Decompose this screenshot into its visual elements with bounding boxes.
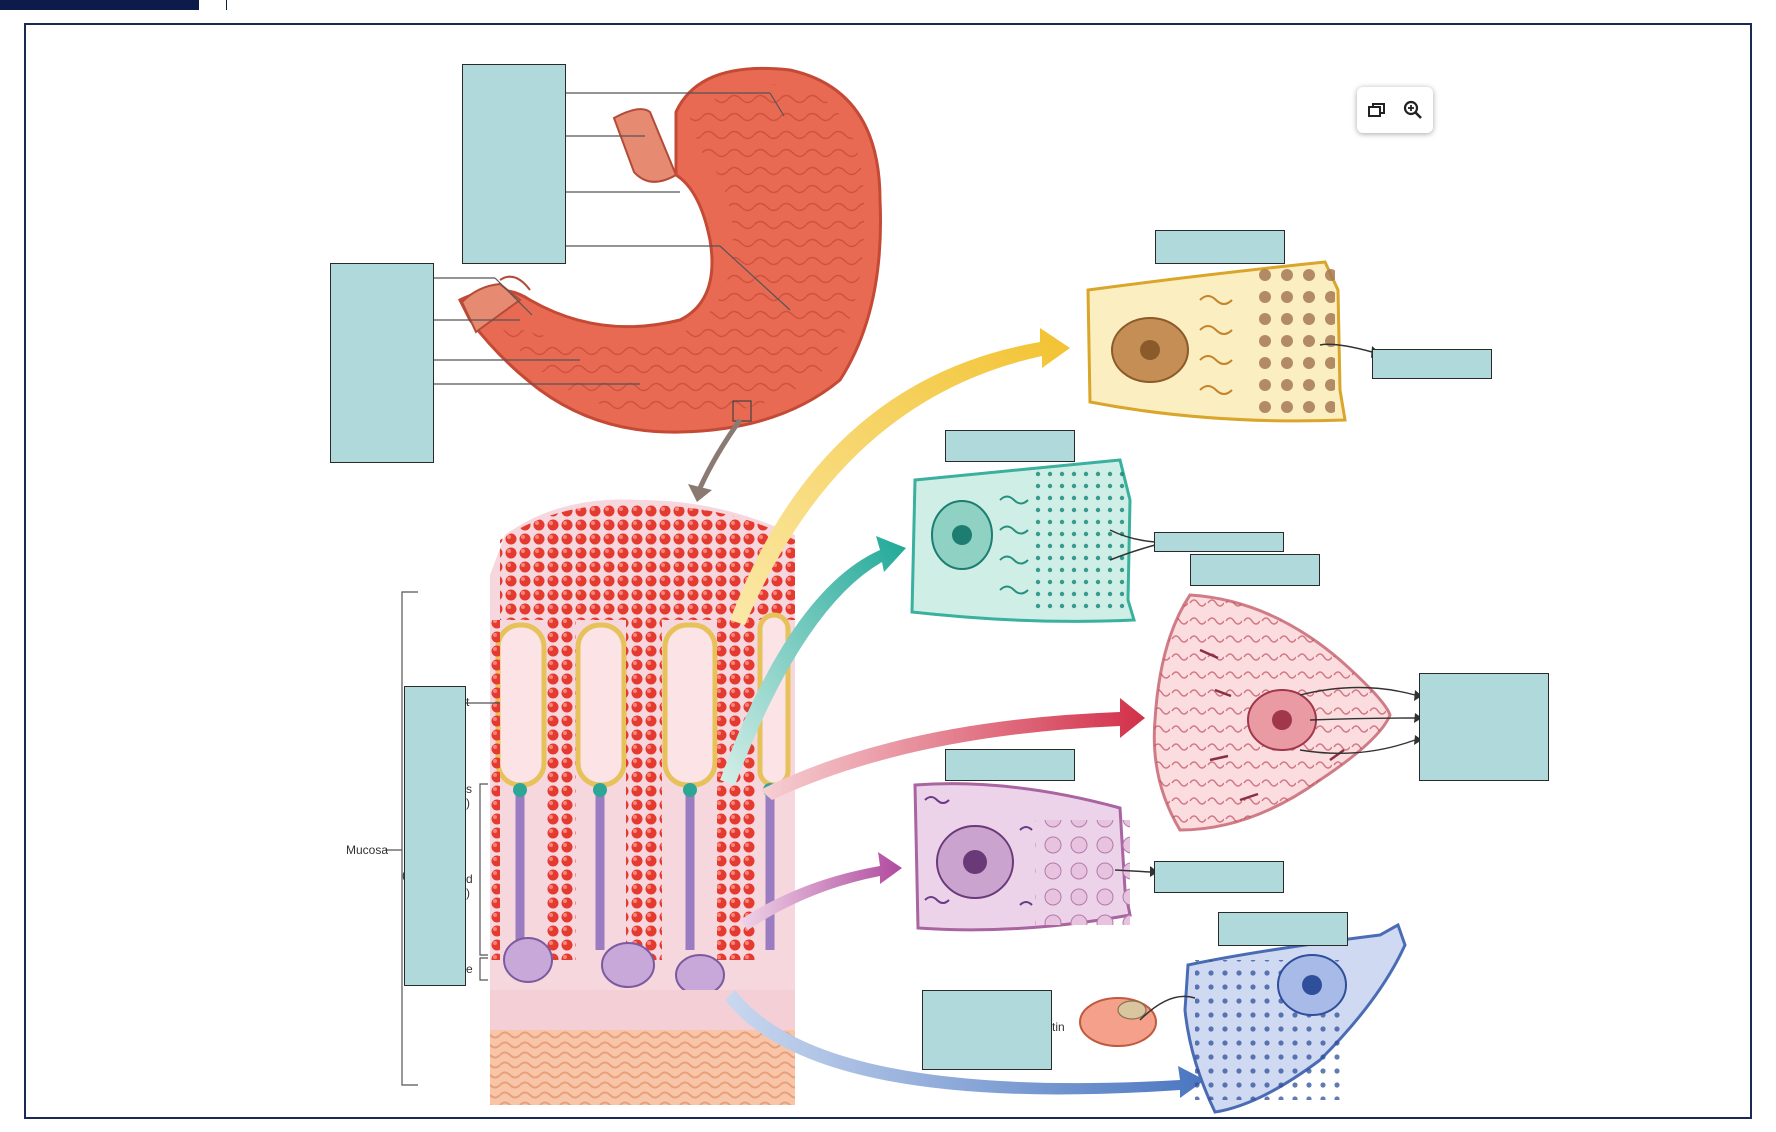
top-accent-bar — [0, 0, 199, 10]
label-box-chief-product[interactable] — [1154, 861, 1284, 893]
cell-pointer-arrows — [720, 328, 1205, 1098]
label-fragment-d: d — [466, 872, 473, 886]
image-toolbar — [1357, 87, 1433, 133]
label-box-mucosa-layers[interactable] — [404, 686, 466, 986]
label-box-chief-cell[interactable] — [945, 749, 1075, 781]
label-box-enteroendocrine-cell[interactable] — [1218, 912, 1348, 946]
label-fragment-s: s — [466, 782, 472, 796]
label-box-mucous-neck-product[interactable] — [1154, 532, 1284, 552]
diagram-frame — [24, 23, 1752, 1119]
label-fragment-paren1: ) — [466, 796, 470, 810]
stomach-illustration — [432, 66, 882, 502]
enteroendocrine-cell — [1079, 922, 1407, 1114]
mucous-neck-cell — [910, 458, 1163, 623]
label-box-parietal-cell[interactable] — [1190, 554, 1320, 586]
label-fragment-t: t — [466, 695, 470, 709]
zoom-in-icon — [1403, 100, 1422, 119]
mucosa-label: Mucosa — [346, 843, 389, 857]
surface-mucous-cell — [1086, 260, 1380, 423]
label-fragment-tin: tin — [1052, 1020, 1065, 1034]
restore-window-icon — [1368, 103, 1385, 117]
top-separator — [226, 0, 227, 10]
label-box-mucous-neck-cell[interactable] — [945, 430, 1075, 462]
label-box-surface-mucous-cell[interactable] — [1155, 230, 1285, 264]
label-fragment-paren2: ) — [466, 886, 470, 900]
parietal-cell — [1152, 593, 1422, 832]
label-fragment-e: e — [466, 962, 473, 976]
zoom-in-button[interactable] — [1399, 96, 1427, 124]
label-box-surface-mucous-product[interactable] — [1372, 349, 1492, 379]
label-box-stomach-regions[interactable] — [462, 64, 566, 264]
label-box-enteroendocrine-product[interactable] — [922, 990, 1052, 1070]
chief-cell — [913, 782, 1158, 932]
gastric-mucosa-block — [385, 499, 795, 1105]
label-box-stomach-lower-regions[interactable] — [330, 263, 434, 463]
restore-window-button[interactable] — [1363, 96, 1391, 124]
label-box-parietal-products[interactable] — [1419, 673, 1549, 781]
